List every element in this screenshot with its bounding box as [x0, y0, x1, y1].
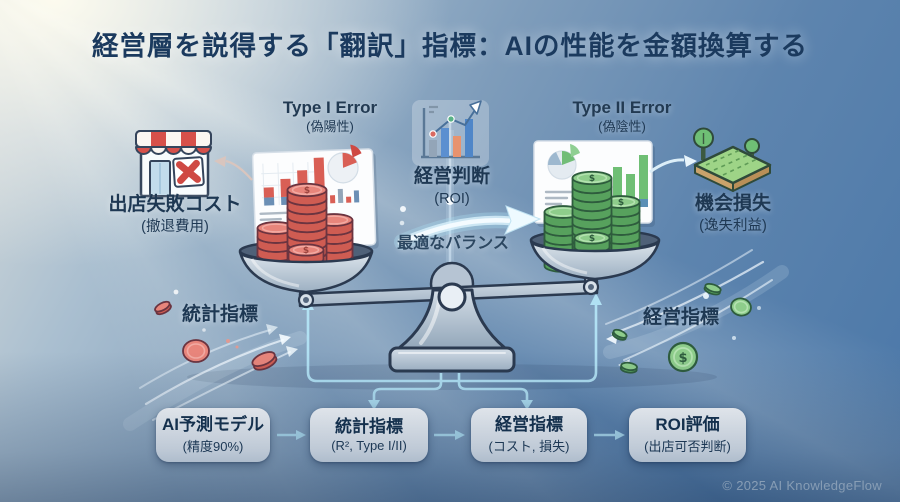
store-cost-subtitle: (撤退費用)	[141, 218, 209, 235]
business-metrics-flow-label: 経営指標	[611, 306, 751, 330]
type2-title: Type II Error	[572, 98, 672, 117]
tree-icon	[693, 127, 714, 160]
type1-title: Type I Error	[282, 98, 378, 117]
land-icon	[693, 127, 772, 192]
svg-text:$: $	[304, 186, 310, 196]
type1-error-label: Type I Error (偽陽性)	[252, 97, 408, 136]
flying-red-coins	[154, 300, 278, 371]
store-cost-title: 出店失敗コスト	[108, 194, 242, 215]
process-box-title: 統計指標	[335, 416, 403, 436]
store-arrow	[214, 156, 253, 181]
process-box-statistical-metrics: 統計指標 (R², Type I/II)	[310, 408, 428, 462]
land-arrow	[649, 155, 697, 174]
roi-subtitle: (ROI)	[434, 190, 470, 207]
type2-subtitle: (偽陰性)	[598, 119, 646, 135]
opportunity-loss-subtitle: (逸失利益)	[699, 217, 767, 234]
page-title: 経営層を説得する「翻訳」指標：AIの性能を金額換算する	[92, 31, 808, 61]
base-shadow	[187, 364, 717, 390]
optimal-balance-arrow	[394, 205, 542, 250]
red-pie-chart	[327, 144, 362, 184]
type2-error-label: Type II Error (偽陰性)	[544, 97, 700, 136]
optimal-balance-label: 最適なバランス	[397, 235, 509, 252]
process-box-subtitle: (精度90%)	[182, 439, 244, 455]
process-box-subtitle: (R², Type I/II)	[331, 438, 407, 454]
process-box-subtitle: (コスト, 損失)	[488, 439, 570, 455]
process-box-ai-model: AI予測モデル (精度90%)	[156, 408, 270, 462]
pivot-bolt	[437, 282, 467, 312]
green-pie-chart	[547, 144, 580, 180]
roi-chart-icon	[412, 100, 489, 166]
opportunity-loss-label: 機会損失 (逸失利益)	[653, 192, 813, 235]
left-pan-bowl	[238, 250, 374, 294]
store-icon	[135, 130, 212, 198]
business-metrics-text: 経営指標	[642, 307, 719, 328]
opportunity-loss-title: 機会損失	[694, 193, 771, 214]
svg-text:$: $	[618, 198, 624, 208]
svg-text:$: $	[589, 174, 595, 184]
process-box-subtitle: (出店可否判断)	[644, 439, 731, 455]
process-box-business-metrics: 経営指標 (コスト, 損失)	[471, 408, 587, 462]
base-plate	[388, 346, 516, 373]
store-cost-label: 出店失敗コスト (撤退費用)	[95, 193, 255, 236]
process-box-roi-evaluation: ROI評価 (出店可否判断)	[629, 408, 746, 462]
svg-text:$: $	[589, 234, 595, 244]
svg-text:$: $	[303, 246, 309, 256]
process-box-title: 経営指標	[495, 414, 563, 434]
flying-green-coins: $	[611, 282, 752, 374]
right-pan-bowl	[529, 239, 661, 281]
x-mark-icon	[172, 156, 205, 188]
connector-lines	[277, 293, 625, 440]
business-judgement-label: 経営判断 (ROI)	[392, 165, 512, 208]
mini-bar-chart	[329, 188, 360, 204]
copyright-text: © 2025 AI KnowledgeFlow	[722, 478, 882, 493]
type1-subtitle: (偽陽性)	[306, 119, 354, 135]
statistical-metrics-flow-label: 統計指標	[150, 303, 290, 327]
process-box-title: AI予測モデル	[162, 414, 264, 434]
process-box-title: ROI評価	[655, 414, 720, 434]
statistical-metrics-text: 統計指標	[181, 304, 258, 325]
balance-scale: $ $ $ $ $	[238, 170, 661, 373]
business-judgement-title: 経営判断	[413, 166, 490, 187]
svg-text:$: $	[678, 351, 687, 366]
